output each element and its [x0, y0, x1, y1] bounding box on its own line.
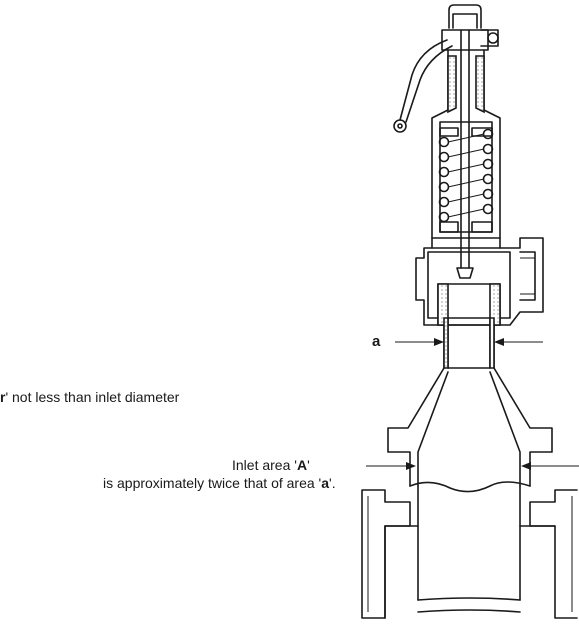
label-outlet-note-text: ' not less than inlet diameter	[5, 389, 180, 405]
disc-and-nozzle	[437, 283, 501, 369]
gate-valve	[361, 489, 578, 619]
dimension-a	[395, 338, 543, 346]
spindle	[456, 29, 474, 279]
inlet-line2-bold: a	[321, 475, 330, 491]
label-outlet-note-bold: r	[0, 389, 6, 405]
inlet-line1-suffix: '	[307, 457, 310, 473]
dimension-A	[366, 462, 579, 470]
spring	[438, 127, 494, 233]
inlet-pipe	[387, 367, 553, 601]
inlet-line2-prefix: is approximately twice that of area '	[103, 475, 322, 491]
label-outlet-note: r' not less than inlet diameter	[0, 389, 179, 405]
inlet-line2-suffix: '.	[329, 475, 336, 491]
bonnet	[431, 29, 501, 239]
inlet-line1-prefix: Inlet area '	[232, 457, 297, 473]
inlet-line1-bold: A	[296, 457, 308, 473]
label-area-a: a	[372, 333, 381, 350]
label-inlet-area-line2: is approximately twice that of area 'a'.	[103, 475, 336, 491]
valve-body	[415, 237, 544, 326]
label-inlet-area-line1: Inlet area 'A'	[232, 457, 310, 473]
